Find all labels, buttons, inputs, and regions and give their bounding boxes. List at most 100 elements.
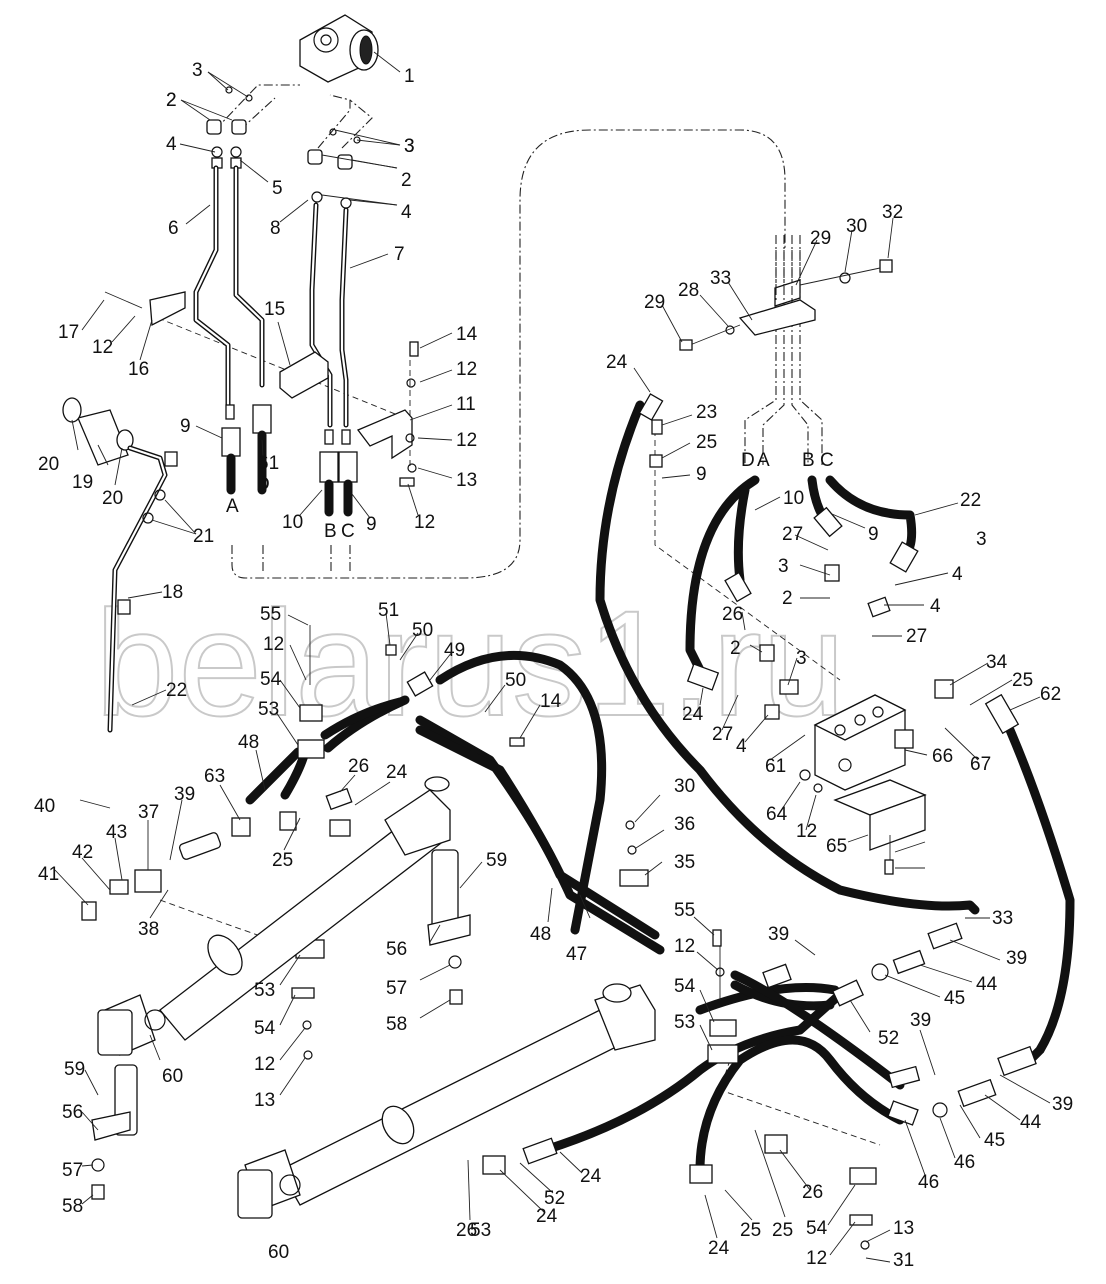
callout-label: 5 [272, 178, 283, 199]
callout-label: 51 [378, 600, 399, 621]
callout-label: 41 [38, 864, 59, 885]
port-labels: A D B C D A B C [226, 450, 834, 542]
callout-label: 43 [106, 822, 127, 843]
callout-label: 57 [62, 1160, 83, 1181]
callout-label: 28 [678, 280, 699, 301]
callout-label: 26 [802, 1182, 823, 1203]
callout-label: 50 [505, 670, 526, 691]
callout-label: 8 [270, 218, 281, 239]
callout-label: 4 [401, 202, 412, 223]
callout-label: 26 [722, 604, 743, 625]
callout-label: 24 [386, 762, 408, 783]
callout-label: 2 [401, 170, 412, 191]
callout-label: 47 [566, 944, 587, 965]
port-label: A [226, 496, 239, 517]
callout-label: 12 [806, 1248, 827, 1269]
callout-label: 4 [166, 134, 177, 155]
callout-label: 54 [806, 1218, 828, 1239]
callout-label: 26 [348, 756, 369, 777]
port-label: A [757, 450, 770, 471]
callout-label: 34 [986, 652, 1008, 673]
callout-label: 3 [404, 136, 415, 157]
callout-label: 62 [1040, 684, 1061, 705]
callout-label: 38 [138, 919, 159, 940]
callout-label: 59 [486, 850, 507, 871]
callout-labels: 1 2 3 3 4 5 6 8 3 2 2 4 7 17 12 16 15 14… [34, 60, 1073, 1271]
callout-label: 20 [102, 488, 123, 509]
callout-label: 21 [193, 526, 214, 547]
callout-label: 2 [730, 638, 741, 659]
callout-label: 52 [878, 1028, 899, 1049]
hose-clamps [231, 625, 877, 1250]
callout-label: 12 [92, 337, 113, 358]
callout-label: 30 [674, 776, 695, 797]
callout-label: 55 [674, 900, 695, 921]
callout-label: 20 [38, 454, 59, 475]
callout-label: 54 [260, 669, 282, 690]
callout-label: 58 [386, 1014, 407, 1035]
callout-label: 59 [64, 1059, 85, 1080]
callout-label: 25 [696, 432, 717, 453]
port-label: D [741, 450, 755, 471]
steel-tubes [193, 165, 349, 428]
callout-label: 57 [386, 978, 407, 999]
callout-label: 12 [263, 634, 284, 655]
callout-label: 24 [580, 1166, 602, 1187]
callout-label: 61 [765, 756, 786, 777]
callout-label: 45 [944, 988, 965, 1009]
callout-label: 67 [970, 754, 991, 775]
callout-label: 53 [258, 699, 279, 720]
flexible-hoses [245, 400, 1075, 1175]
callout-label: 27 [712, 724, 733, 745]
callout-label: 39 [174, 784, 195, 805]
callout-label: 16 [128, 359, 149, 380]
callout-label: 54 [674, 976, 696, 997]
harness-bracket [679, 235, 893, 351]
port-label: D [256, 474, 270, 495]
callout-label: 9 [696, 464, 707, 485]
callout-label: 1 [404, 66, 415, 87]
callout-label: 17 [58, 322, 79, 343]
callout-label: 39 [1052, 1094, 1073, 1115]
callout-label: 24 [682, 704, 704, 725]
callout-label: 18 [162, 582, 183, 603]
callout-label: 19 [72, 472, 93, 493]
callout-label: 44 [976, 974, 998, 995]
callout-label: 48 [530, 924, 551, 945]
callout-label: 13 [254, 1090, 275, 1111]
callout-label: 66 [932, 746, 953, 767]
callout-label: 36 [674, 814, 695, 835]
callout-label: 42 [72, 842, 93, 863]
callout-label: 22 [960, 490, 981, 511]
callout-label: 12 [674, 936, 695, 957]
callout-label: 3 [778, 556, 789, 577]
callout-label: 3 [976, 529, 987, 550]
callout-label: 14 [540, 691, 562, 712]
callout-label: 13 [456, 470, 477, 491]
callout-label: 2 [166, 90, 177, 111]
callout-label: 4 [736, 736, 747, 757]
callout-label: 3 [796, 648, 807, 669]
callout-label: 2 [782, 588, 793, 609]
hydraulic-cylinder-lower [237, 983, 656, 1219]
callout-label: 56 [386, 939, 407, 960]
callout-label: 53 [674, 1012, 695, 1033]
callout-label: 7 [394, 244, 405, 265]
callout-label: 46 [954, 1152, 975, 1173]
bolts [91, 341, 894, 1200]
port-label: C [341, 521, 355, 542]
callout-label: 2 [166, 90, 177, 111]
callout-label: 29 [810, 228, 831, 249]
steering-unit [299, 14, 379, 83]
callout-label: 37 [138, 802, 159, 823]
callout-label: 58 [62, 1196, 83, 1217]
callout-label: 27 [782, 524, 803, 545]
port-label: B [802, 450, 815, 471]
callout-label: 12 [414, 512, 435, 533]
callout-label: 53 [470, 1220, 491, 1241]
callout-label: 25 [1012, 670, 1033, 691]
callout-label: 50 [412, 620, 433, 641]
callout-label: 30 [846, 216, 867, 237]
callout-label: 27 [906, 626, 927, 647]
